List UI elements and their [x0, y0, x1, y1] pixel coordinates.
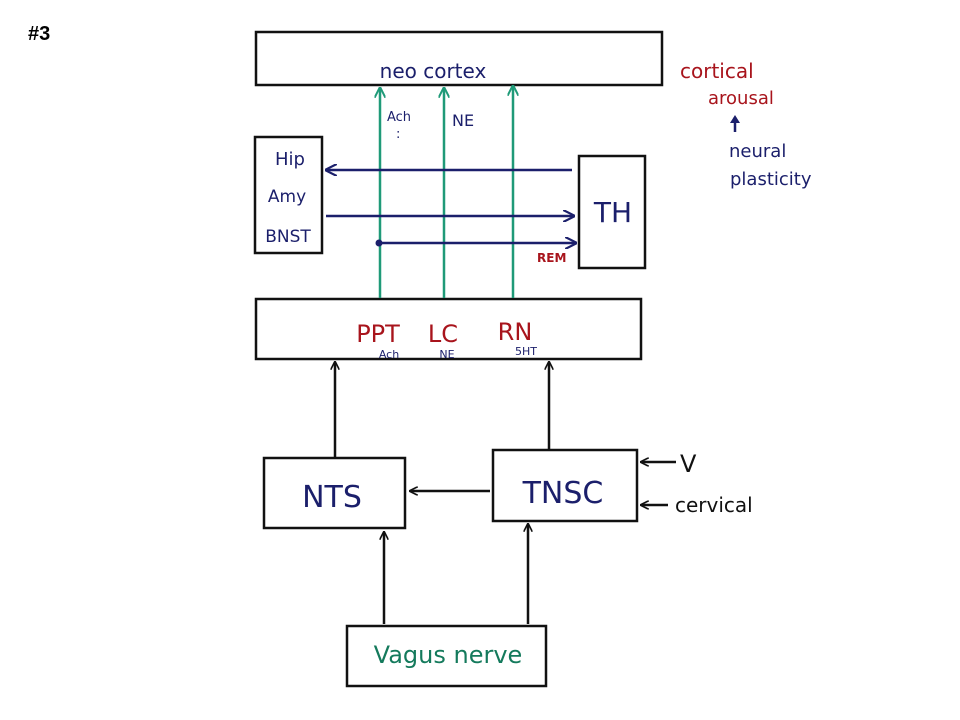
- slide-number: #3: [28, 23, 50, 45]
- amygdala-label: Amy: [268, 187, 306, 207]
- side-note-cortical: cortical: [680, 59, 754, 83]
- vagus-nerve-box: Vagus nerve: [345, 624, 548, 688]
- rn-transmitter: 5HT: [515, 345, 537, 358]
- nts-box: NTS: [262, 456, 407, 530]
- rem-label: REM: [537, 251, 566, 265]
- ppt-label: PPT: [356, 320, 400, 348]
- neocortex-label: neo cortex: [380, 59, 487, 83]
- vagus-nerve-label: Vagus nerve: [374, 641, 523, 669]
- neocortex-box: neo cortex: [254, 30, 664, 87]
- tnsc-box: TNSC: [491, 448, 639, 523]
- v-input-label: V: [680, 450, 697, 478]
- cervical-input-label: cervical: [675, 493, 753, 517]
- limbic-box: Hip Amy BNST: [253, 135, 324, 255]
- brainstem-box: PPT Ach LC NE RN 5HT: [254, 297, 643, 361]
- lc-label: LC: [428, 320, 458, 348]
- lc-transmitter: NE: [439, 348, 454, 361]
- thalamus-box: TH: [577, 154, 647, 270]
- thalamus-label: TH: [593, 196, 632, 229]
- side-note-up-arrow-icon: [730, 115, 740, 132]
- bnst-label: BNST: [265, 227, 311, 247]
- rn-label: RN: [498, 318, 533, 346]
- side-note: cortical arousal neural plasticity: [680, 59, 812, 190]
- tnsc-label: TNSC: [522, 476, 604, 511]
- side-note-arousal: arousal: [708, 88, 774, 109]
- ach-pathway-dots: :: [396, 127, 400, 142]
- side-note-plasticity: plasticity: [730, 169, 812, 190]
- side-note-neural: neural: [729, 141, 786, 162]
- rem-arrow: [375, 240, 577, 247]
- hippocampus-label: Hip: [275, 149, 305, 170]
- nts-label: NTS: [302, 480, 362, 515]
- ne-pathway-label: NE: [452, 111, 474, 130]
- ach-pathway-label: Ach: [387, 110, 411, 125]
- ppt-transmitter: Ach: [379, 348, 399, 361]
